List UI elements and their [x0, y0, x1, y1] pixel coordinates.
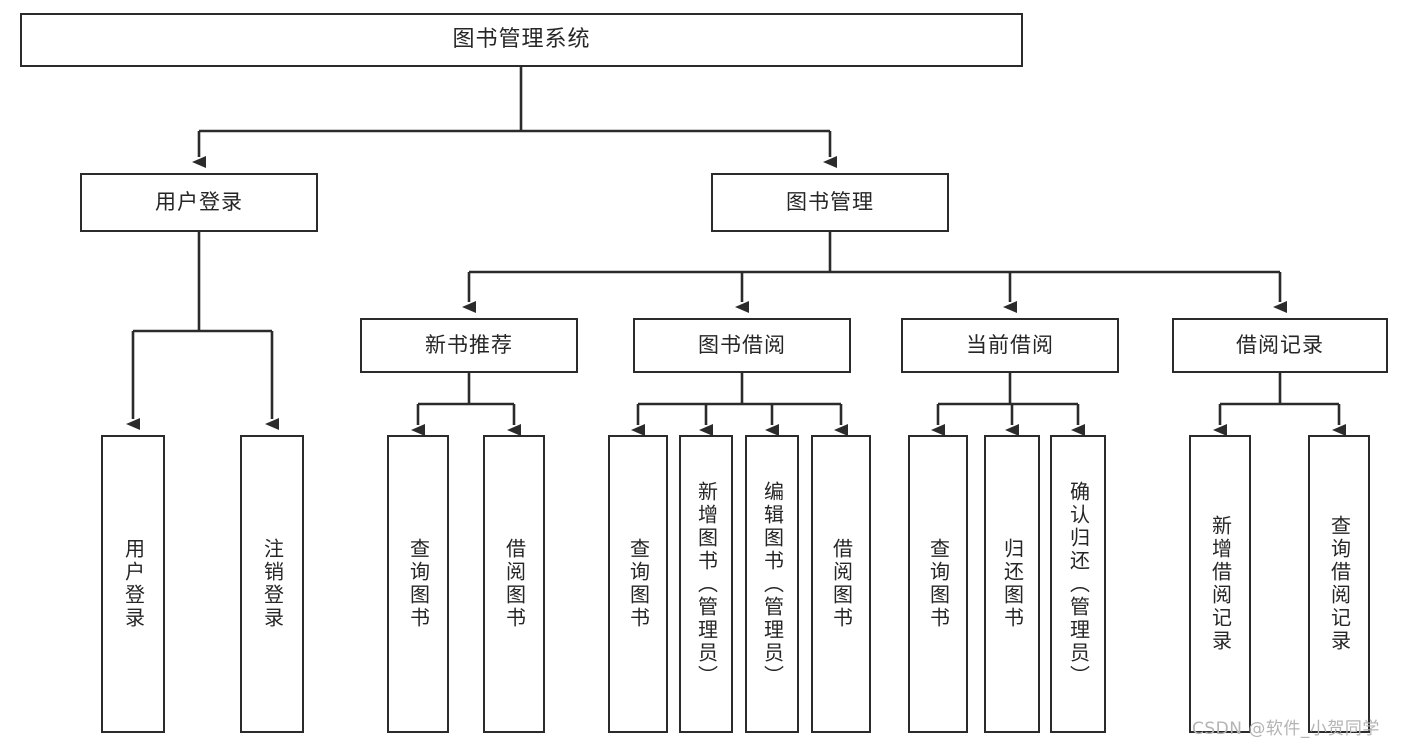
node-leaf-query-borrow-record[interactable]: 查询借阅记录	[1308, 435, 1370, 733]
node-leaf-query-book-recommend-label: 查询图书	[406, 538, 431, 630]
node-new-book-recommendation[interactable]: 新书推荐	[360, 318, 578, 373]
node-leaf-query-book-current-label: 查询图书	[926, 538, 951, 630]
node-leaf-query-book-recommend[interactable]: 查询图书	[387, 435, 449, 733]
node-leaf-borrow-book-recommend-label: 借阅图书	[502, 538, 527, 630]
node-leaf-add-book-admin[interactable]: 新增图书（管理员）	[679, 435, 733, 733]
node-user-login-label: 用户登录	[155, 189, 243, 214]
node-leaf-return-book[interactable]: 归还图书	[984, 435, 1040, 733]
node-leaf-logout-label: 注销登录	[260, 538, 285, 630]
node-root-label: 图书管理系统	[452, 26, 591, 52]
node-leaf-confirm-return-admin[interactable]: 确认归还（管理员）	[1050, 435, 1106, 733]
node-leaf-return-book-label: 归还图书	[1000, 538, 1025, 630]
node-leaf-user-login-label: 用户登录	[121, 538, 146, 630]
node-book-manage[interactable]: 图书管理	[711, 173, 949, 232]
node-book-borrow[interactable]: 图书借阅	[633, 318, 851, 373]
node-book-borrow-label: 图书借阅	[698, 332, 786, 357]
node-borrow-record[interactable]: 借阅记录	[1172, 318, 1388, 373]
node-leaf-edit-book-admin[interactable]: 编辑图书（管理员）	[745, 435, 799, 733]
node-leaf-borrow-book-recommend[interactable]: 借阅图书	[483, 435, 545, 733]
node-current-borrow-label: 当前借阅	[966, 332, 1054, 357]
node-leaf-confirm-return-admin-label: 确认归还（管理员）	[1066, 480, 1091, 688]
node-leaf-query-book-current[interactable]: 查询图书	[908, 435, 968, 733]
csdn-watermark: CSDN @软件_小贺同学	[1192, 719, 1380, 739]
node-borrow-record-label: 借阅记录	[1236, 332, 1324, 357]
node-leaf-edit-book-admin-label: 编辑图书（管理员）	[760, 480, 785, 688]
node-leaf-add-book-admin-label: 新增图书（管理员）	[694, 480, 719, 688]
node-leaf-query-borrow-record-label: 查询借阅记录	[1327, 515, 1352, 653]
node-book-manage-label: 图书管理	[786, 189, 874, 214]
node-leaf-borrow-book[interactable]: 借阅图书	[811, 435, 871, 733]
node-current-borrow[interactable]: 当前借阅	[901, 318, 1119, 373]
node-leaf-add-borrow-record-label: 新增借阅记录	[1208, 515, 1233, 653]
node-new-book-recommendation-label: 新书推荐	[425, 332, 513, 357]
node-leaf-logout[interactable]: 注销登录	[240, 435, 304, 733]
node-leaf-query-book-borrow[interactable]: 查询图书	[608, 435, 668, 733]
node-user-login[interactable]: 用户登录	[80, 173, 318, 232]
node-root-system[interactable]: 图书管理系统	[20, 13, 1023, 67]
node-leaf-borrow-book-label: 借阅图书	[829, 538, 854, 630]
node-leaf-add-borrow-record[interactable]: 新增借阅记录	[1189, 435, 1251, 733]
node-leaf-user-login[interactable]: 用户登录	[101, 435, 165, 733]
node-leaf-query-book-borrow-label: 查询图书	[626, 538, 651, 630]
